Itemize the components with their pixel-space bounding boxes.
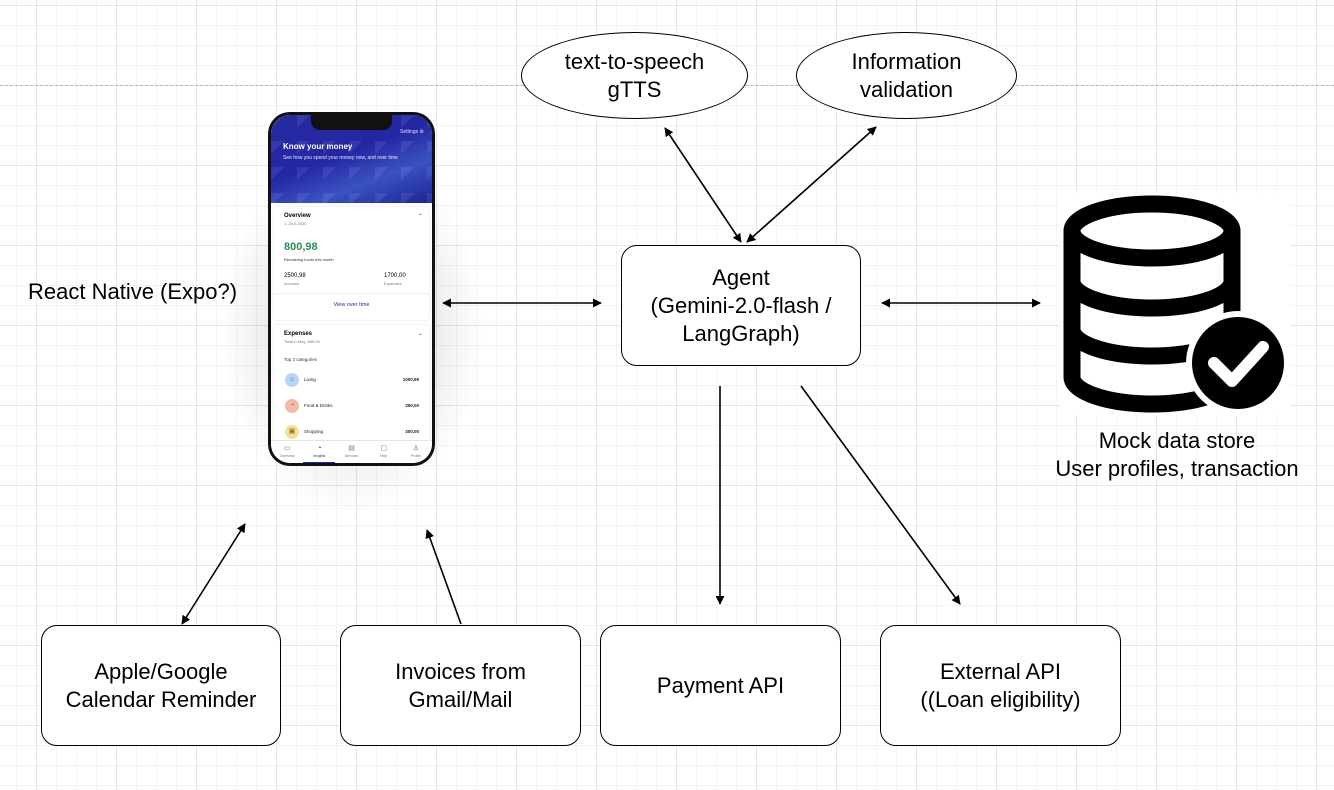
node-text: gTTS bbox=[607, 76, 662, 102]
node-calendar-reminder: Apple/Google Calendar Reminder bbox=[41, 625, 281, 746]
incomes-value: 2500,98 bbox=[284, 273, 306, 279]
node-information-validation: Information validation bbox=[796, 32, 1017, 119]
hero-subtitle: See how you spend your money now, and ov… bbox=[283, 155, 398, 161]
top-categories-label: Top 3 categories bbox=[284, 357, 318, 362]
overview-date: 1.-20.5.2020 bbox=[284, 221, 307, 226]
chevron-up-icon[interactable]: ⌃ bbox=[417, 334, 423, 340]
overview-title: Overview bbox=[284, 213, 311, 219]
wallet-icon: ▭ bbox=[283, 445, 291, 452]
pie-chart-icon: ◔ bbox=[317, 445, 322, 452]
edge-agent-external bbox=[800, 385, 961, 605]
edge-agent-validation bbox=[746, 126, 877, 243]
incomes-label: Incomes bbox=[284, 281, 300, 286]
node-text-to-speech: text-to-speech gTTS bbox=[521, 32, 748, 119]
node-text: (Gemini-2.0-flash / bbox=[650, 292, 832, 318]
category-value: 1000,99 bbox=[402, 377, 419, 382]
node-external-api: External API ((Loan eligibility) bbox=[880, 625, 1121, 746]
node-text: validation bbox=[860, 76, 953, 102]
expenses-total: Total in May: 589,00 bbox=[284, 339, 320, 344]
home-icon: ⌂ bbox=[285, 373, 299, 387]
node-text: Information bbox=[851, 48, 962, 74]
remaining-value: 800,98 bbox=[284, 241, 318, 253]
tab-overview[interactable]: ▭Overview bbox=[271, 441, 303, 463]
category-name: Shopping bbox=[304, 429, 324, 434]
tab-help[interactable]: ▢Help bbox=[368, 441, 400, 463]
database-check-icon bbox=[1060, 193, 1290, 415]
divider bbox=[274, 293, 429, 294]
edge-calendar-client bbox=[181, 523, 246, 625]
category-value: 300,00 bbox=[405, 429, 419, 434]
edge-invoices-client bbox=[425, 529, 462, 625]
node-text: Apple/Google bbox=[94, 658, 228, 684]
category-value: 350,00 bbox=[405, 403, 419, 408]
chat-icon: ▢ bbox=[380, 445, 388, 452]
node-invoices: Invoices from Gmail/Mail bbox=[340, 625, 581, 746]
food-icon: ◔ bbox=[285, 399, 299, 413]
services-icon: ▤ bbox=[348, 445, 355, 452]
view-over-time-link[interactable]: View over time bbox=[333, 302, 370, 308]
node-text: Calendar Reminder bbox=[65, 686, 257, 712]
tab-profile[interactable]: ♙Profile bbox=[400, 441, 432, 463]
node-text: Payment API bbox=[656, 672, 785, 698]
node-text: External API bbox=[939, 658, 1062, 684]
tab-bar: ▭Overview ◔Insights ▤Services ▢Help ♙Pro… bbox=[271, 440, 432, 463]
client-label: React Native (Expo?) bbox=[28, 279, 238, 304]
node-text: Gmail/Mail bbox=[408, 686, 513, 712]
chevron-up-icon[interactable]: ⌃ bbox=[417, 214, 423, 220]
overview-card: Overview 1.-20.5.2020 ⌃ 800,98 Remaining… bbox=[274, 207, 429, 320]
edge-agent-tts bbox=[664, 127, 742, 243]
user-icon: ♙ bbox=[412, 445, 420, 452]
expenses-label: Expenses bbox=[384, 281, 402, 286]
expenses-card: Expenses Total in May: 589,00 ⌃ Top 3 ca… bbox=[274, 325, 429, 445]
hero-title: Know your money bbox=[283, 142, 353, 151]
node-text: LangGraph) bbox=[682, 320, 800, 346]
store-label-line: User profiles, transaction bbox=[1055, 456, 1299, 481]
category-name: Food & Drinks bbox=[304, 403, 333, 408]
store-label-line: Mock data store bbox=[1098, 428, 1256, 453]
expenses-value: 1700,00 bbox=[384, 273, 406, 279]
expenses-title: Expenses bbox=[284, 331, 313, 337]
phone-screen: Settings ⚙ Know your money See how you s… bbox=[271, 115, 432, 463]
phone-mockup: Settings ⚙ Know your money See how you s… bbox=[268, 112, 435, 466]
node-text: text-to-speech bbox=[564, 48, 705, 74]
tab-insights[interactable]: ◔Insights bbox=[303, 441, 336, 463]
tab-services[interactable]: ▤Services bbox=[335, 441, 367, 463]
node-text: ((Loan eligibility) bbox=[920, 686, 1081, 712]
node-payment-api: Payment API bbox=[600, 625, 841, 746]
category-name: Living bbox=[304, 377, 316, 382]
phone-notch bbox=[311, 115, 392, 130]
node-agent: Agent (Gemini-2.0-flash / LangGraph) bbox=[621, 245, 861, 366]
node-text: Invoices from bbox=[395, 658, 526, 684]
shopping-bag-icon: ▣ bbox=[285, 425, 299, 439]
remaining-label: Remaining funds this month bbox=[284, 257, 334, 262]
node-text: Agent bbox=[712, 264, 770, 290]
store-label: Mock data store User profiles, transacti… bbox=[1030, 427, 1324, 483]
settings-link[interactable]: Settings ⚙ bbox=[400, 129, 424, 135]
